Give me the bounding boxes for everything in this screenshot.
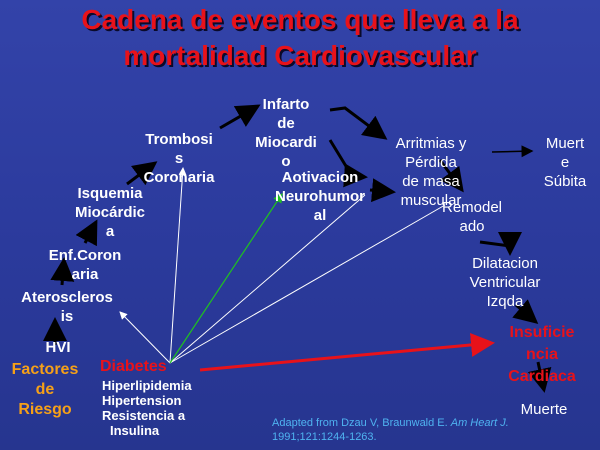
citation-line1: Adapted from Dzau V, Braunwald E. Am Hea… (272, 416, 509, 430)
node-enf-coronaria: Enf.Coron aria (32, 246, 138, 284)
factores-line2: de (35, 381, 55, 398)
arrow-diabetes-insuficiencia (199, 332, 495, 372)
factores-line3: Riesgo (18, 401, 72, 418)
infarto-line2: de (277, 115, 295, 132)
citation-line2: 1991;121:1244-1263. (272, 431, 377, 443)
insuficiencia-line1: Insuficie (509, 324, 575, 341)
infarto-line3: Miocardi (255, 134, 317, 151)
arrow-insuficiencia-muerte (527, 361, 552, 393)
line-diabetes-trombosis (169, 167, 187, 364)
line-diabetes-remodelado (169, 204, 446, 364)
arritmias-line4: muscular (400, 192, 462, 209)
isquemia-line2: Miocárdic (74, 204, 146, 221)
muerte-subita-line1: Muert (545, 135, 585, 152)
infarto-line4: o (281, 153, 291, 170)
arrow-enf-isquemia (75, 219, 98, 247)
line-diabetes-infarto (169, 194, 366, 364)
node-insuficiencia-cardiaca: Insuficie ncia Cardiaca (490, 322, 594, 388)
insuficiencia-line3: Cardiaca (508, 368, 576, 385)
arrow-arritmias-remodelado (438, 159, 464, 193)
arrow-isquemia-trombosis (126, 161, 158, 186)
arrow-ateros-enf (50, 257, 75, 286)
remodelado-line2: ado (459, 218, 485, 235)
isquemia-line3: a (105, 223, 115, 240)
arrow-remodelado-dilatacion (479, 232, 522, 256)
node-hvi: HVI (45, 339, 71, 356)
arrow-arritmias-muerte-subita (491, 145, 534, 158)
node-muerte-subita: Muert e Súbita (532, 134, 598, 191)
activacion-line3: al (313, 207, 327, 224)
isquemia-line1: Isquemia (77, 185, 143, 202)
risk-hipertension: Hipertension (102, 393, 182, 408)
remodelado-line1: Remodel (441, 199, 503, 216)
activacion-line1: Aotivacion (281, 169, 359, 186)
enf-coronaria-line1: Enf.Coron (48, 247, 122, 264)
node-activacion-neurohumoral: Aotivacion Neurohumor al (258, 168, 382, 225)
muerte-subita-line3: Súbita (543, 173, 587, 190)
factores-line1: Factores (11, 361, 79, 378)
line-diabetes-activacion (169, 192, 283, 364)
aterosclerosis-line1: Ateroscleros (21, 289, 113, 306)
citation-journal: Am Heart J. (450, 417, 509, 429)
dilatacion-line1: Dilatacion (472, 255, 538, 272)
slide-title-line2: mortalidad Cardiovascular (123, 40, 477, 71)
aterosclerosis-line2: is (60, 308, 74, 325)
line-diabetes-ateros (119, 311, 171, 364)
citation-authors: Adapted from Dzau V, Braunwald E. (272, 417, 451, 429)
risk-hiperlipidemia: Hiperlipidemia (102, 378, 192, 393)
arrow-trombosis-infarto (219, 104, 261, 130)
node-diabetes: Diabetes (100, 358, 167, 375)
insuficiencia-line2: ncia (525, 346, 558, 363)
node-arritmias: Arritmias y Pérdida de masa muscular (378, 134, 484, 210)
arrow-infarto-activacion (328, 139, 368, 188)
risk-resistencia: Resistencia a (102, 408, 186, 423)
slide-title-line1: Cadena de eventos que lleva a la (81, 4, 519, 35)
node-factores-de-riesgo: Factores de Riesgo (4, 360, 86, 420)
arrow-dilatacion-insuficiencia (512, 299, 539, 324)
arritmias-line2: Pérdida (405, 154, 457, 171)
node-trombosis: Trombosi s Coronaria (126, 130, 232, 187)
arritmias-line3: de masa (402, 173, 460, 190)
risk-factor-list: Hiperlipidemia Hipertension Resistencia … (102, 378, 192, 438)
trombosis-line3: Coronaria (143, 169, 215, 186)
citation: Adapted from Dzau V, Braunwald E. Am Hea… (272, 416, 509, 444)
node-dilatacion: Dilatacion Ventricular Izqda (452, 254, 558, 311)
node-infarto: Infarto de Miocardi o (236, 95, 336, 171)
node-isquemia: Isquemia Miocárdic a (62, 184, 158, 241)
node-muerte: Muerte (520, 401, 568, 418)
dilatacion-line2: Ventricular (469, 274, 541, 291)
enf-coronaria-line2: aria (71, 266, 99, 283)
activacion-line2: Neurohumor (275, 188, 365, 205)
node-aterosclerosis: Ateroscleros is (4, 288, 130, 326)
arrow-infarto-arritmias (329, 106, 388, 140)
infarto-line1: Infarto (262, 96, 310, 113)
arritmias-line1: Arritmias y (395, 135, 467, 152)
dilatacion-line3: Izqda (486, 293, 524, 310)
trombosis-line2: s (174, 150, 184, 167)
risk-insulina: Insulina (110, 423, 160, 438)
muerte-subita-line2: e (560, 154, 570, 171)
node-remodelado: Remodel ado (424, 198, 520, 236)
trombosis-line1: Trombosi (145, 131, 213, 148)
arrow-activacion-arritmias (369, 178, 396, 203)
